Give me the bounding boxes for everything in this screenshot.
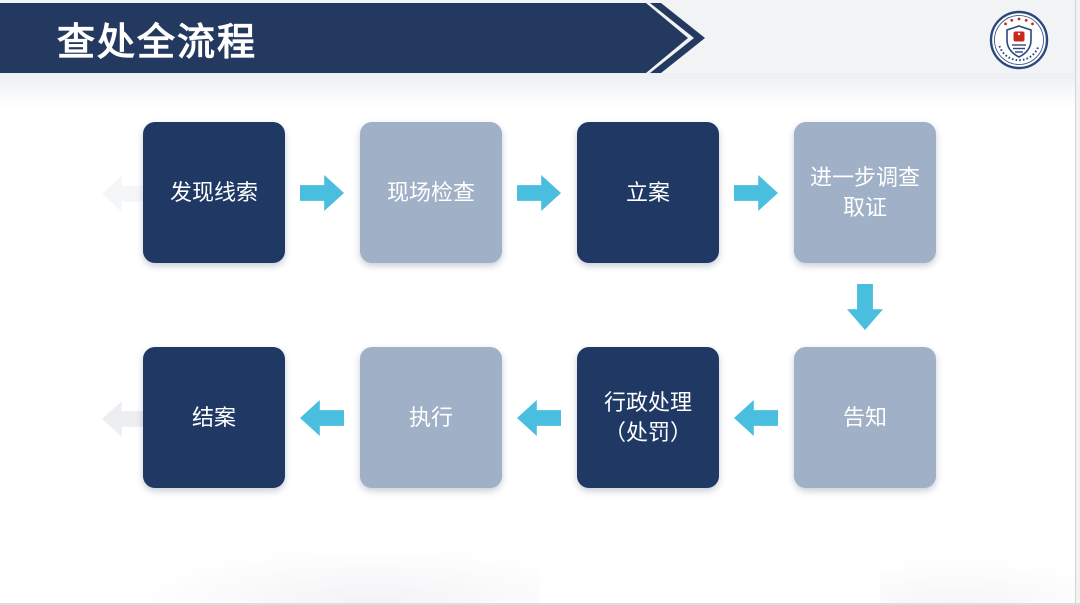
window-bottom-edge [0,603,1080,605]
flow-node-execute: 执行 [360,347,502,488]
flow-node-close-case: 结案 [143,347,285,488]
agency-seal-logo [989,10,1049,70]
header-chevron-icon [650,3,705,73]
background-swirl [120,545,540,605]
background-swirl [880,555,1080,605]
flow-node-further-investigate: 进一步调查 取证 [794,122,936,263]
flow-node-admin-penalty: 行政处理 （处罚） [577,347,719,488]
flow-node-discover-clues: 发现线索 [143,122,285,263]
banner-fade [0,73,1080,109]
flow-node-file-case: 立案 [577,122,719,263]
ghost-arrow-icon [102,401,146,437]
flow-node-site-inspection: 现场检查 [360,122,502,263]
flowchart: 发现线索 现场检查 立案 进一步调查 取证 结案 执行 行政处理 （处罚） 告知 [143,122,936,488]
banner-ribbon [0,3,688,73]
flow-node-notify: 告知 [794,347,936,488]
scrollbar-track[interactable] [1075,0,1080,605]
seal-icon [989,10,1049,70]
ghost-arrow-icon [102,176,146,212]
page-title: 查处全流程 [57,21,258,64]
header-banner [0,0,1080,73]
